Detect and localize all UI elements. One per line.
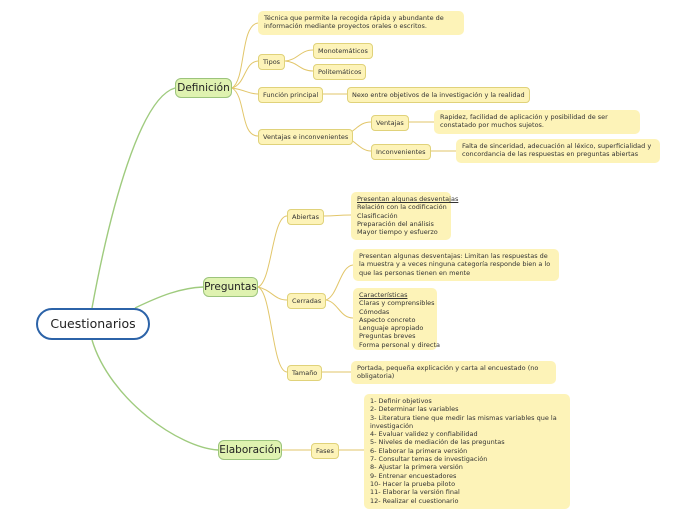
note-cerradas-caracteristicas[interactable]: Características Claras y comprensibles C… — [353, 288, 441, 350]
ventajas-text: Rapidez, facilidad de aplicación y posib… — [440, 113, 608, 130]
fase-item: 2- Determinar las variables — [370, 405, 459, 414]
abiertas-item: Preparación del análisis — [357, 219, 434, 228]
caracteristica-item: Forma personal y directa — [359, 340, 441, 349]
tamano-text: Portada, pequeña explicación y carta al … — [357, 364, 539, 381]
subtopic-politematicos[interactable]: Politemáticos — [313, 64, 367, 80]
fase-item: 1- Definir objetivos — [370, 397, 432, 405]
subtopic-funcion-principal[interactable]: Función principal — [258, 87, 324, 103]
abiertas-title: Presentan algunas desventajas — [357, 195, 459, 203]
subtopic-tamano[interactable]: Tamaño — [287, 365, 323, 381]
fase-item: 5- Niveles de mediación de las preguntas — [370, 438, 505, 447]
subtopic-tipos[interactable]: Tipos — [258, 54, 286, 70]
root-node-cuestionarios[interactable]: Cuestionarios — [36, 308, 150, 340]
caracteristica-item: Claras y comprensibles — [359, 299, 435, 308]
note-abiertas[interactable]: Presentan algunas desventajas Relación c… — [351, 192, 459, 240]
caracteristica-item: Cómodas — [359, 307, 390, 316]
abiertas-item: Relación con la codificación — [357, 203, 447, 212]
fase-item: 12- Realizar el cuestionario — [370, 496, 459, 505]
note-ventajas[interactable]: Rapidez, facilidad de aplicación y posib… — [434, 110, 640, 134]
subtopic-monotematicos[interactable]: Monotemáticos — [313, 43, 373, 59]
fase-item: 6- Elaborar la primera versión — [370, 446, 468, 455]
link-def-funcion — [231, 87, 259, 95]
cerradas-desventajas-text: Presentan algunas desventajas: Limitan l… — [359, 252, 551, 277]
topic-definicion[interactable]: Definición — [175, 78, 232, 98]
link-tipos-mono — [284, 49, 314, 62]
note-tecnica[interactable]: Técnica que permite la recogida rápida y… — [258, 11, 464, 35]
abiertas-item: Clasificación — [357, 211, 398, 220]
link-root-definicion — [91, 87, 176, 309]
note-cerradas-desventajas[interactable]: Presentan algunas desventajas: Limitan l… — [353, 249, 559, 281]
caracteristica-item: Aspecto concreto — [359, 315, 416, 324]
topic-elaboracion[interactable]: Elaboración — [218, 440, 282, 460]
link-root-elaboracion — [91, 339, 219, 451]
note-tamano[interactable]: Portada, pequeña explicación y carta al … — [351, 361, 556, 384]
link-def-tipos — [231, 60, 259, 89]
fase-item: 4- Evaluar validez y confiabilidad — [370, 430, 478, 439]
subtopic-fases[interactable]: Fases — [311, 443, 339, 459]
caracteristica-item: Preguntas breves — [359, 332, 416, 341]
link-tipos-poli — [284, 60, 314, 72]
subtopic-nexo[interactable]: Nexo entre objetivos de la investigación… — [347, 87, 530, 103]
caracteristica-item: Lenguaje apropiado — [359, 324, 424, 333]
fase-item: 8- Ajustar la primera versión — [370, 463, 463, 472]
fase-item: 11- Elaborar la versión final — [370, 488, 460, 497]
caracteristicas-title: Características — [359, 291, 408, 299]
subtopic-abiertas[interactable]: Abiertas — [287, 209, 324, 225]
abiertas-item: Mayor tiempo y esfuerzo — [357, 228, 438, 237]
link-root-preguntas — [134, 286, 204, 309]
fase-item: 7- Consultar temas de investigación — [370, 455, 488, 464]
fase-item: 3- Literatura tiene que medir las mismas… — [370, 413, 557, 430]
fase-item: 9- Entrenar encuestadores — [370, 471, 457, 480]
note-inconvenientes[interactable]: Falta de sinceridad, adecuación al léxic… — [456, 139, 660, 163]
inconvenientes-text: Falta de sinceridad, adecuación al léxic… — [462, 142, 652, 159]
fase-item: 10- Hacer la prueba piloto — [370, 479, 456, 488]
subtopic-inconvenientes[interactable]: Inconvenientes — [371, 144, 431, 160]
subtopic-ventajas[interactable]: Ventajas — [371, 115, 409, 131]
link-def-tecnica — [231, 22, 259, 89]
tecnica-text: Técnica que permite la recogida rápida y… — [264, 14, 444, 31]
note-fases[interactable]: 1- Definir objetivos 2- Determinar las v… — [364, 394, 570, 509]
topic-preguntas[interactable]: Preguntas — [203, 277, 258, 297]
subtopic-cerradas[interactable]: Cerradas — [287, 293, 327, 309]
subtopic-ventajas-inconvenientes[interactable]: Ventajas e inconvenientes — [258, 129, 354, 145]
link-def-ventajas — [231, 87, 259, 137]
